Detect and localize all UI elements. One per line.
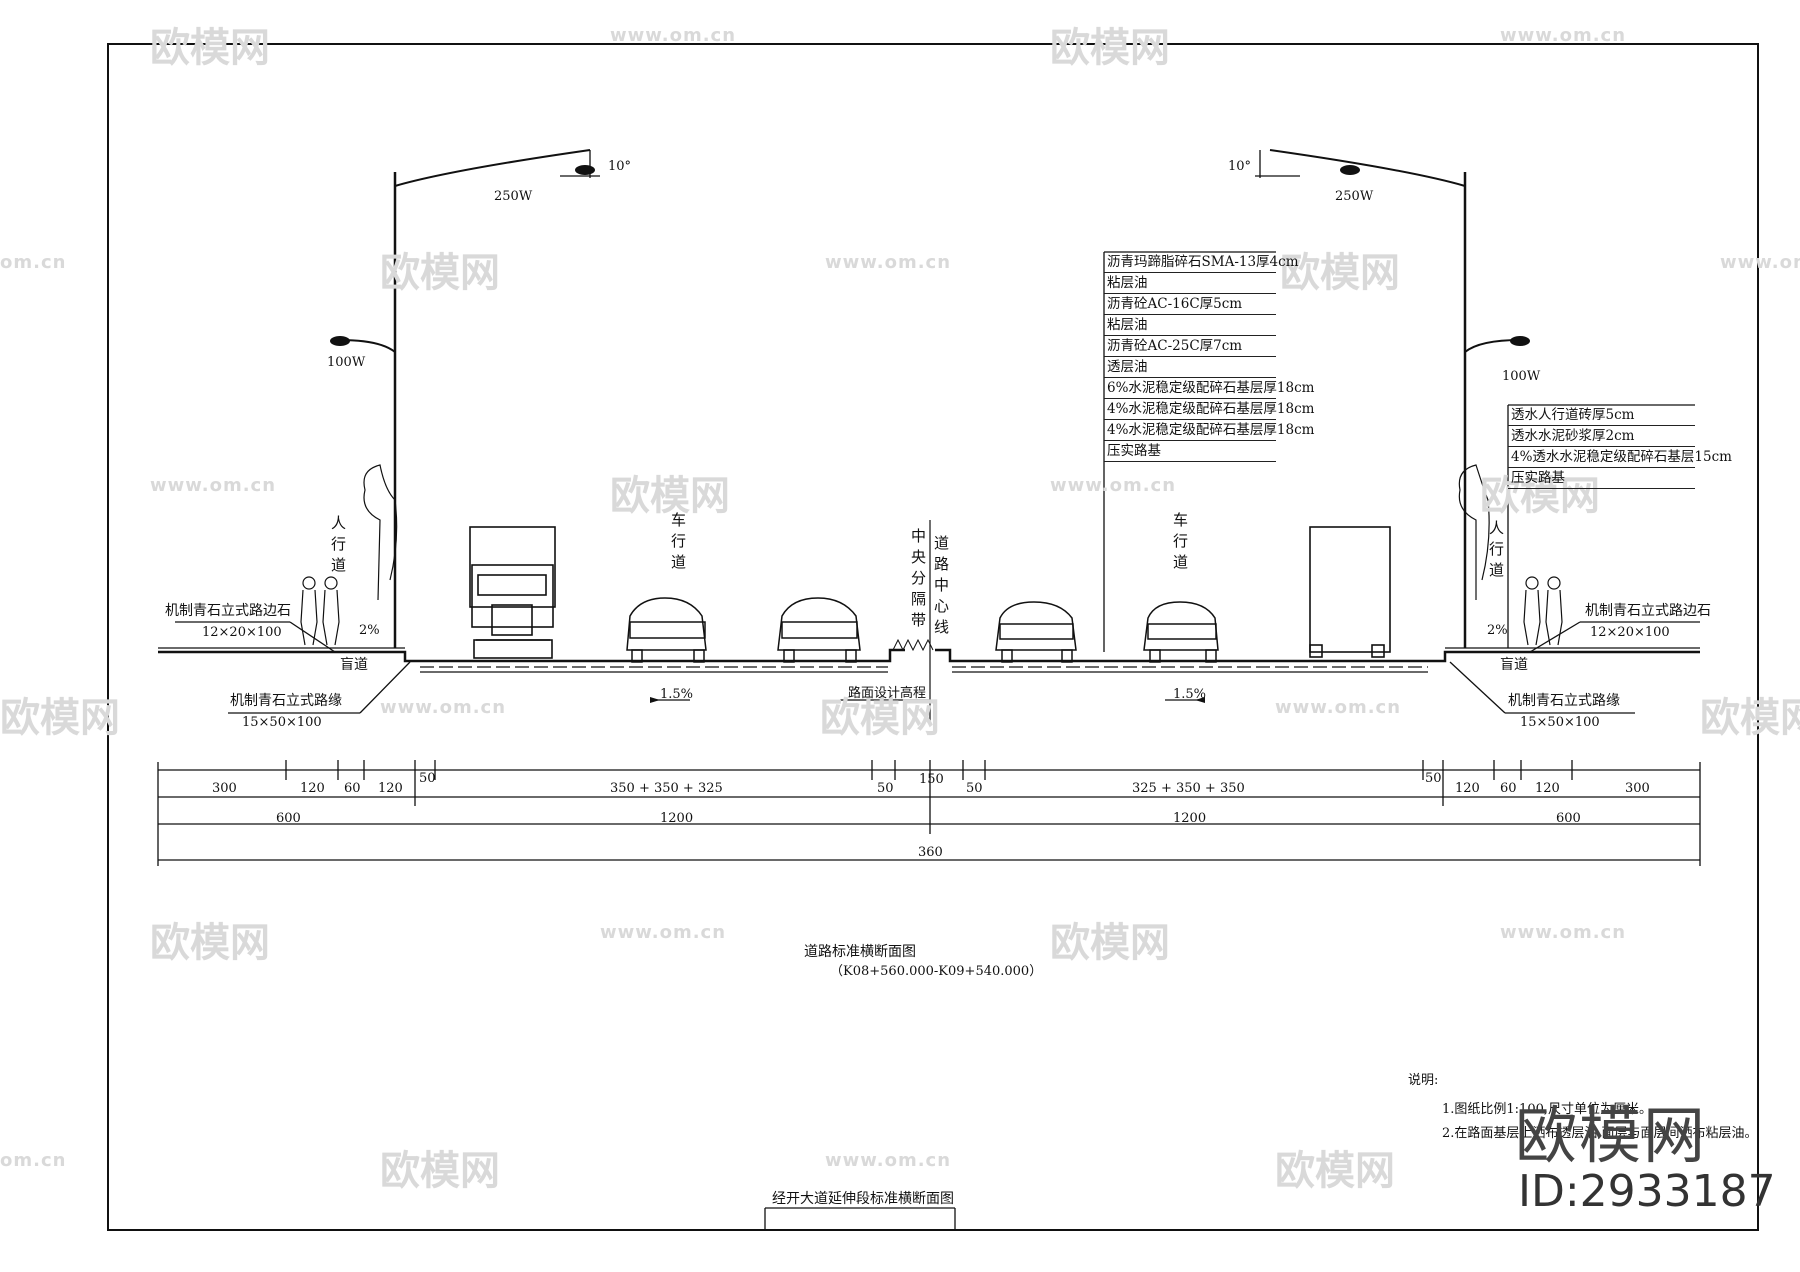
edge-stone-size: 15×50×100: [1520, 715, 1600, 730]
sidewalk-label: 人行道: [329, 515, 347, 578]
dimension-label: 325 + 350 + 350: [1132, 781, 1245, 796]
dimension-label: 300: [212, 781, 237, 796]
dimension-label: 150: [919, 772, 944, 787]
note-item: 1.图纸比例1:100,尺寸单位为厘米。: [1442, 1102, 1652, 1117]
centerline-label: 道路中心线: [932, 535, 950, 640]
note-item: 2.在路面基层上洒布透层油,面层与面层间洒布粘层油。: [1442, 1126, 1758, 1141]
road-surface-left: [158, 648, 905, 663]
dimension-label: 120: [1535, 781, 1560, 796]
dimension-label: 50: [966, 781, 983, 796]
slope-label: 2%: [1487, 623, 1508, 638]
drawing-chainage: （K08+560.000-K09+540.000）: [830, 964, 1043, 979]
tree-right: [1458, 464, 1490, 600]
dimension-label: 600: [276, 811, 301, 826]
dimension-label: 60: [344, 781, 361, 796]
sidewalk-label: 人行道: [1487, 520, 1505, 583]
notes-heading: 说明:: [1408, 1073, 1439, 1088]
car: [1143, 601, 1219, 663]
car: [777, 597, 861, 663]
pavement-layer: 透层油: [1104, 357, 1276, 378]
edge-stone-label: 机制青石立式路缘: [1508, 693, 1620, 709]
pedestrians-right: [1523, 576, 1563, 646]
lamp-power-label: 100W: [327, 355, 366, 370]
pavement-layer: 6%水泥稳定级配碎石基层厚18cm: [1104, 378, 1314, 399]
watermark-brand-logo: 欧模网: [1515, 1099, 1708, 1172]
sidewalk-layer: 透水水泥砂浆厚2cm: [1508, 426, 1695, 447]
dimension-label: 300: [1625, 781, 1650, 796]
pavement-layer: 压实路基: [1104, 441, 1276, 462]
design-elevation-label: 路面设计高程: [848, 686, 927, 701]
edge-stone-size: 15×50×100: [242, 715, 322, 730]
dimension-total: 360: [918, 845, 943, 860]
dimension-label: 60: [1500, 781, 1517, 796]
blind-path-label: 盲道: [340, 657, 368, 673]
sidewalk-layer: 4%透水水泥稳定级配碎石基层15cm: [1508, 447, 1732, 468]
curb-label: 机制青石立式路边石: [1585, 603, 1711, 619]
car: [626, 597, 707, 663]
dimension-label: 1200: [1173, 811, 1207, 826]
pavement-layer: 沥青砼AC-16C厚5cm: [1104, 294, 1276, 315]
sidewalk-layer: 透水人行道砖厚5cm: [1508, 405, 1695, 426]
slope-label: 2%: [359, 623, 380, 638]
pedestrians-left: [300, 576, 340, 646]
pavement-layer: 4%水泥稳定级配碎石基层厚18cm: [1104, 420, 1314, 441]
tree-left: [363, 464, 398, 601]
drawing-title: 道路标准横断面图: [804, 944, 916, 960]
curb-size: 12×20×100: [1590, 625, 1670, 640]
slope-label: 1.5%: [1173, 687, 1207, 702]
dimension-label: 1200: [660, 811, 694, 826]
blind-path-label: 盲道: [1500, 657, 1528, 673]
pavement-layer: 粘层油: [1104, 315, 1276, 336]
car: [995, 601, 1077, 663]
dimension-label: 350 + 350 + 325: [610, 781, 723, 796]
dimension-label: 50: [419, 771, 436, 786]
lamp-power-label: 100W: [1502, 369, 1541, 384]
watermark-id: ID:2933187: [1518, 1166, 1776, 1217]
carriageway-label: 车行道: [1171, 512, 1189, 575]
dimension-label: 120: [1455, 781, 1480, 796]
dimension-label: 50: [1425, 771, 1442, 786]
carriageway-label: 车行道: [669, 512, 687, 575]
pavement-layer: 4%水泥稳定级配碎石基层厚18cm: [1104, 399, 1314, 420]
truck-left: [469, 526, 556, 659]
slope-label: 1.5%: [660, 687, 694, 702]
curb-label: 机制青石立式路边石: [165, 603, 291, 619]
dimension-label: 50: [877, 781, 894, 796]
road-surface-right: [935, 648, 1700, 663]
truck-right: [1309, 526, 1391, 658]
pavement-layer: 沥青砼AC-25C厚7cm: [1104, 336, 1276, 357]
median-label: 中央分隔带: [909, 528, 927, 633]
lamp-power-label: 250W: [494, 189, 533, 204]
lamp-power-label: 250W: [1335, 189, 1374, 204]
dimension-label: 600: [1556, 811, 1581, 826]
lamp-tilt-label: 10°: [1228, 159, 1252, 174]
sheet-title: 经开大道延伸段标准横断面图: [772, 1191, 954, 1207]
sidewalk-layer: 压实路基: [1508, 468, 1695, 489]
curb-size: 12×20×100: [202, 625, 282, 640]
pavement-layer: 粘层油: [1104, 273, 1276, 294]
edge-stone-label: 机制青石立式路缘: [230, 693, 342, 709]
drawing-frame: [107, 43, 1759, 1231]
dimension-label: 120: [378, 781, 403, 796]
dimension-label: 120: [300, 781, 325, 796]
lamp-tilt-label: 10°: [608, 159, 632, 174]
pavement-layer: 沥青玛蹄脂碎石SMA-13厚4cm: [1104, 252, 1299, 273]
